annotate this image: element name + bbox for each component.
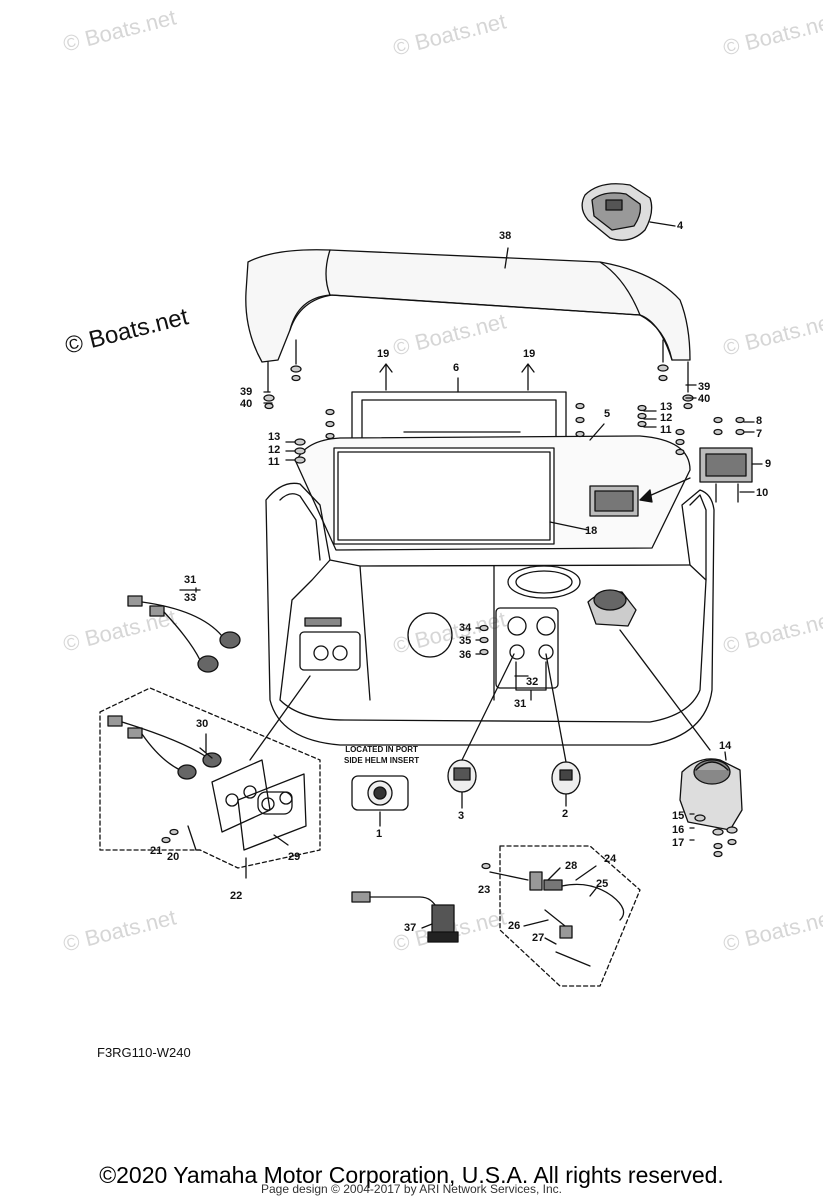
location-note-line1: LOCATED IN PORT (345, 745, 418, 754)
dashboard-panel-part-5 (295, 423, 691, 551)
callout: 22 (230, 890, 243, 902)
usb-assembly-group (99, 687, 321, 869)
callout: 15 (672, 810, 685, 822)
joystick-part-14 (619, 629, 743, 831)
callout: 35 (459, 635, 472, 647)
callout: 40 (240, 398, 253, 410)
callout: 26 (508, 920, 521, 932)
harness-part-24-28 (489, 871, 625, 967)
callout: 29 (288, 851, 301, 863)
callout: 11 (268, 456, 280, 468)
outlet-part-3 (447, 653, 515, 809)
location-note: LOCATED IN PORT SIDE HELM INSERT (344, 744, 419, 766)
harness-group-24 (499, 845, 641, 987)
callout: 33 (184, 592, 197, 604)
switch-panel-part-9 (589, 447, 763, 517)
remote-control-part-4 (581, 183, 676, 241)
callout: 19 (377, 348, 390, 360)
callout: 18 (585, 525, 598, 537)
callout: 23 (478, 884, 491, 896)
console-body (265, 482, 715, 746)
joystick-mounted (587, 589, 637, 627)
callout: 37 (404, 922, 417, 934)
callout: 20 (167, 851, 180, 863)
callout: 21 (150, 845, 163, 857)
callout: 39 (240, 386, 253, 398)
transducer-part-37 (351, 891, 459, 943)
callout: 12 (660, 412, 673, 424)
callout: 9 (765, 458, 772, 470)
callout: 11 (660, 424, 672, 436)
switch-part-2 (545, 653, 581, 807)
callout: 28 (565, 860, 578, 872)
callout: 12 (268, 444, 281, 456)
callout: 5 (604, 408, 611, 420)
page-design-credit: Page design © 2004-2017 by ARI Network S… (260, 1182, 562, 1196)
callout: 40 (698, 393, 711, 405)
charger-part-1 (351, 775, 409, 827)
callout: 2 (562, 808, 569, 820)
callout: 6 (453, 362, 460, 374)
callout: 39 (698, 381, 711, 393)
callout: 17 (672, 837, 685, 849)
callout: 27 (532, 932, 545, 944)
callout: 30 (196, 718, 209, 730)
callout: 38 (499, 230, 512, 242)
callout: 36 (459, 649, 472, 661)
callout: 32 (526, 676, 539, 688)
callout: 31 (184, 574, 197, 586)
copyright-notice: ©2020 Yamaha Motor Corporation, U.S.A. A… (99, 1162, 724, 1188)
callout: 25 (596, 878, 609, 890)
location-note-line2: SIDE HELM INSERT (344, 756, 420, 765)
callout: 31 (514, 698, 527, 710)
callout: 16 (672, 824, 685, 836)
usb-assembly-part-29-30 (107, 675, 311, 879)
callout: 1 (376, 828, 383, 840)
callout: 24 (604, 853, 617, 865)
callout: 4 (677, 220, 684, 232)
callout: 3 (458, 810, 465, 822)
callout: 7 (756, 428, 763, 440)
callout: 34 (459, 622, 472, 634)
leader-lines (179, 384, 755, 945)
diagram-code: F3RG110-W240 (97, 1045, 191, 1060)
callout: 8 (756, 415, 763, 427)
visor-part-38 (245, 247, 691, 393)
callout: 19 (523, 348, 536, 360)
callout: 14 (719, 740, 732, 752)
harness-part-31-33 (127, 595, 241, 673)
callout: 13 (268, 431, 281, 443)
callout: 13 (660, 401, 673, 413)
callout: 10 (756, 487, 769, 499)
